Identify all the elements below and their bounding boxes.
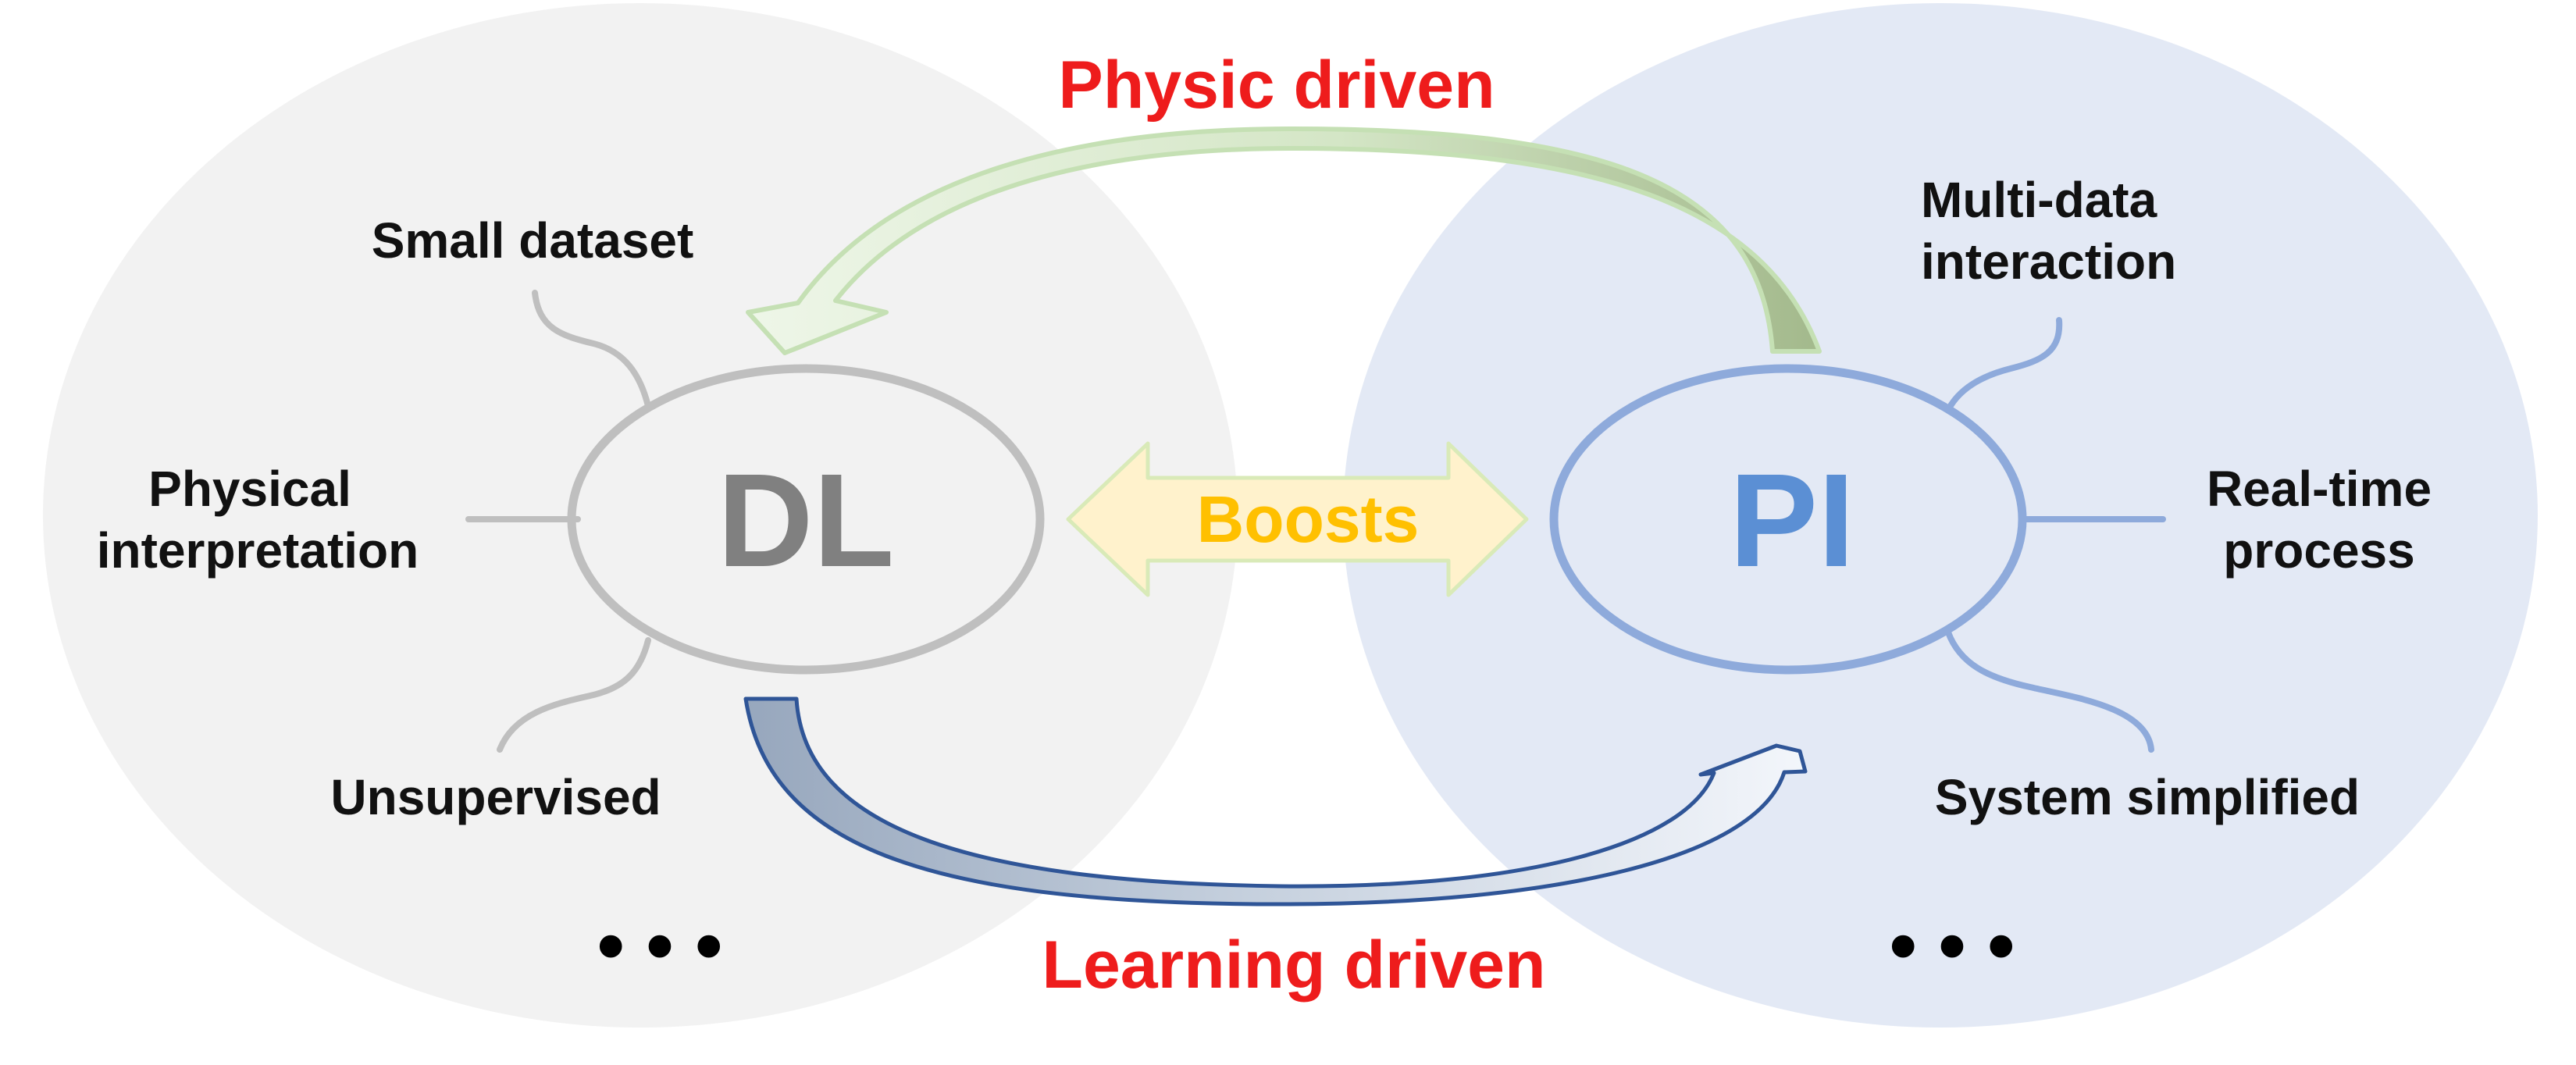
pi-feature-realtime-line2: process: [2223, 522, 2414, 579]
physic-driven-arrow: [746, 126, 1822, 355]
pi-feature-system-simplified: System simplified: [1935, 769, 2360, 825]
dl-domain-background: [43, 3, 1238, 1028]
dl-feature-unsupervised: Unsupervised: [330, 769, 661, 825]
pi-feature-multidata-line2: interaction: [1921, 233, 2176, 290]
boosts-double-arrow: [1066, 441, 1529, 597]
pi-feature-multidata-line1: Multi-data: [1921, 172, 2157, 228]
dl-ellipsis: • • •: [597, 902, 723, 989]
pi-domain-background: [1343, 3, 2538, 1028]
dl-feature-physical-line1: Physical: [148, 461, 351, 517]
dl-core-label: DL: [718, 447, 895, 595]
pi-feature-realtime-line1: Real-time: [2207, 461, 2432, 517]
dl-feature-physical-line2: interpretation: [97, 522, 419, 579]
pi-core-label: PI: [1730, 447, 1855, 595]
learning-driven-label: Learning driven: [1042, 928, 1545, 1003]
dl-feature-small-dataset: Small dataset: [372, 212, 694, 269]
dl-connectors: [465, 290, 651, 753]
pi-core-ellipse: [1549, 364, 2027, 675]
physic-driven-label: Physic driven: [1058, 48, 1495, 123]
boosts-label: Boosts: [1197, 483, 1420, 556]
pi-ellipsis: • • •: [1890, 902, 2015, 989]
pi-connectors: [1945, 317, 2166, 753]
learning-driven-arrow: [743, 696, 1808, 906]
dl-core-ellipse: [567, 364, 1045, 675]
